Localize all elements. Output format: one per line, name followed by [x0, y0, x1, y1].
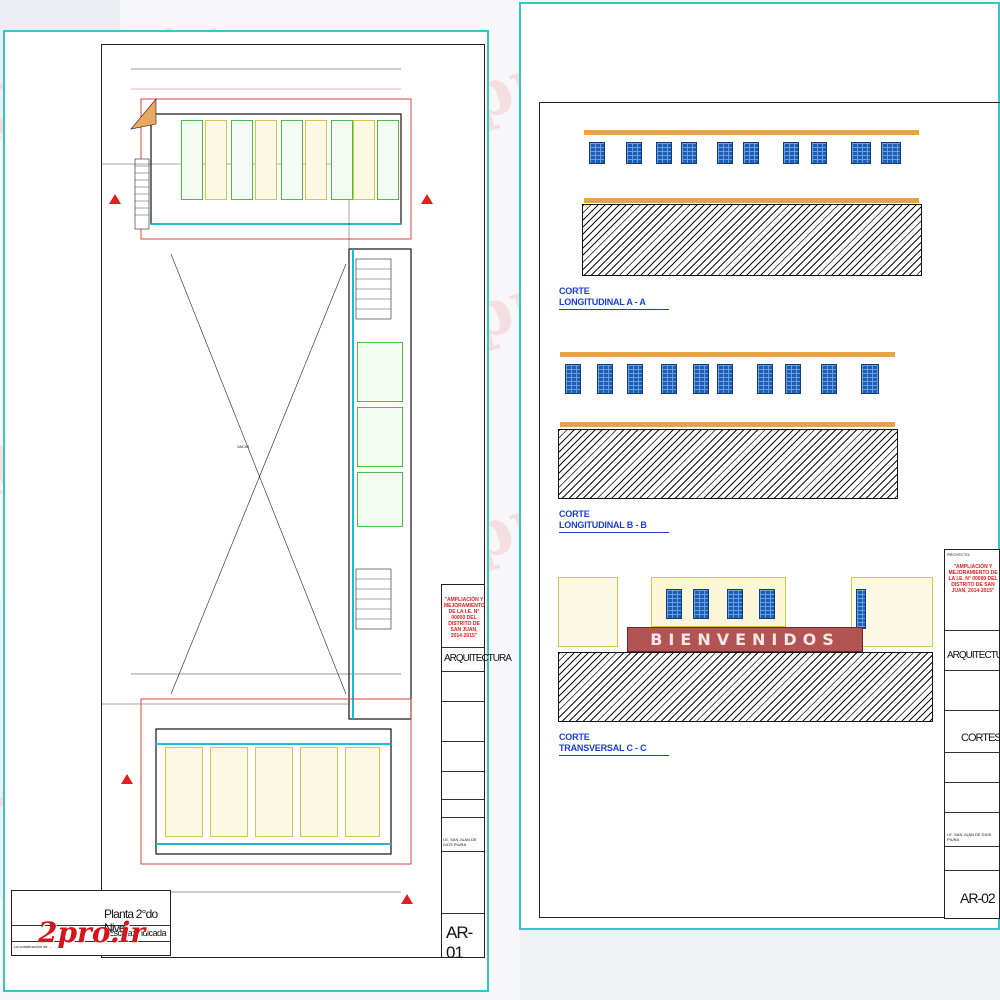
classroom [181, 120, 203, 200]
classroom [353, 120, 375, 200]
classroom [255, 120, 277, 200]
void-label: VACIO [237, 444, 250, 449]
classroom [205, 120, 227, 200]
window [693, 364, 709, 394]
section-b-subtitle: LONGITUDINAL B - B [559, 520, 647, 530]
window [851, 142, 871, 164]
window [757, 364, 773, 394]
slab [560, 422, 895, 427]
project-label: PROYECTO: [947, 552, 971, 557]
title-block: "AMPLIACIÓN Y MEJORAMIENTO DE LA I.E. N°… [441, 584, 512, 962]
classroom [305, 120, 327, 200]
plan-title-block: Planta 2°do Nivel Escala: Indicada La co… [11, 890, 171, 956]
ground-hatch [558, 652, 933, 722]
drawing-name: I.E. SAN JUAN DE DIOS PIURA [443, 837, 477, 847]
window [589, 142, 605, 164]
window [661, 364, 677, 394]
window [565, 364, 581, 394]
specialty: ARQUITECTURA [947, 650, 1000, 661]
window [783, 142, 799, 164]
section-b-title: CORTE [559, 509, 590, 519]
classroom [357, 472, 403, 527]
ground-hatch [582, 204, 922, 276]
classroom [300, 747, 338, 837]
sheet-ar-02: CORTE LONGITUDINAL A - A CORTE LONGITUDI… [519, 2, 1000, 930]
owner-name: I.E. SAN JUAN DE DIOS PIURA [947, 832, 992, 842]
project-name: "AMPLIACIÓN Y MEJORAMIENTO DE LA I.E. N°… [948, 564, 998, 594]
window [717, 142, 733, 164]
section-c-title: CORTE [559, 732, 590, 742]
sheet-ar-01: VACIO "AMPLIACIÓN Y MEJORAMIENTO DE LA I… [3, 30, 512, 992]
classroom [377, 120, 399, 200]
classroom [357, 342, 403, 402]
section-underline [559, 309, 669, 310]
title-block: PROYECTO: "AMPLIACIÓN Y MEJORAMIENTO DE … [944, 549, 1000, 919]
window [626, 142, 642, 164]
plan-title: Planta 2°do Nivel [104, 907, 158, 935]
welcome-sign: BIENVENIDOS [627, 627, 863, 652]
window [861, 364, 879, 394]
project-name: "AMPLIACIÓN Y MEJORAMIENTO DE LA I.E. N°… [444, 597, 485, 639]
window [821, 364, 837, 394]
drawing-frame [539, 102, 1000, 918]
sheet-number: AR-01 [446, 923, 473, 962]
bg-tile [520, 930, 1000, 1000]
specialty: ARQUITECTURA [444, 653, 512, 664]
classroom [210, 747, 248, 837]
site-logo: 2pro.ir [38, 916, 146, 949]
window [627, 364, 643, 394]
window [717, 364, 733, 394]
door [856, 589, 866, 629]
floor-plan [101, 68, 433, 904]
window [811, 142, 827, 164]
slab [584, 198, 919, 203]
window [785, 364, 801, 394]
plan-subtitle: Escala: Indicada [108, 928, 167, 938]
drawing-name: CORTES [961, 732, 1000, 744]
window [681, 142, 697, 164]
classroom-section [558, 577, 618, 647]
classroom [231, 120, 253, 200]
classroom [281, 120, 303, 200]
slab [560, 352, 895, 357]
classroom [331, 120, 353, 200]
window [597, 364, 613, 394]
classroom [357, 407, 403, 467]
drawing-frame [101, 44, 485, 958]
sheet-number: AR-02 [960, 890, 996, 906]
window [743, 142, 759, 164]
section-underline [559, 532, 669, 533]
section-a-title: CORTE [559, 286, 590, 296]
ground-hatch [558, 429, 898, 499]
section-a-subtitle: LONGITUDINAL A - A [559, 297, 646, 307]
window [727, 589, 743, 619]
window [759, 589, 775, 619]
window [656, 142, 672, 164]
section-underline [559, 755, 669, 756]
window [881, 142, 901, 164]
section-c-subtitle: TRANSVERSAL C - C [559, 743, 647, 753]
slab [584, 130, 919, 135]
classroom [345, 747, 380, 837]
plan-note: La construcción de ... [14, 944, 53, 949]
window [693, 589, 709, 619]
classroom [255, 747, 293, 837]
classroom [165, 747, 203, 837]
window [666, 589, 682, 619]
